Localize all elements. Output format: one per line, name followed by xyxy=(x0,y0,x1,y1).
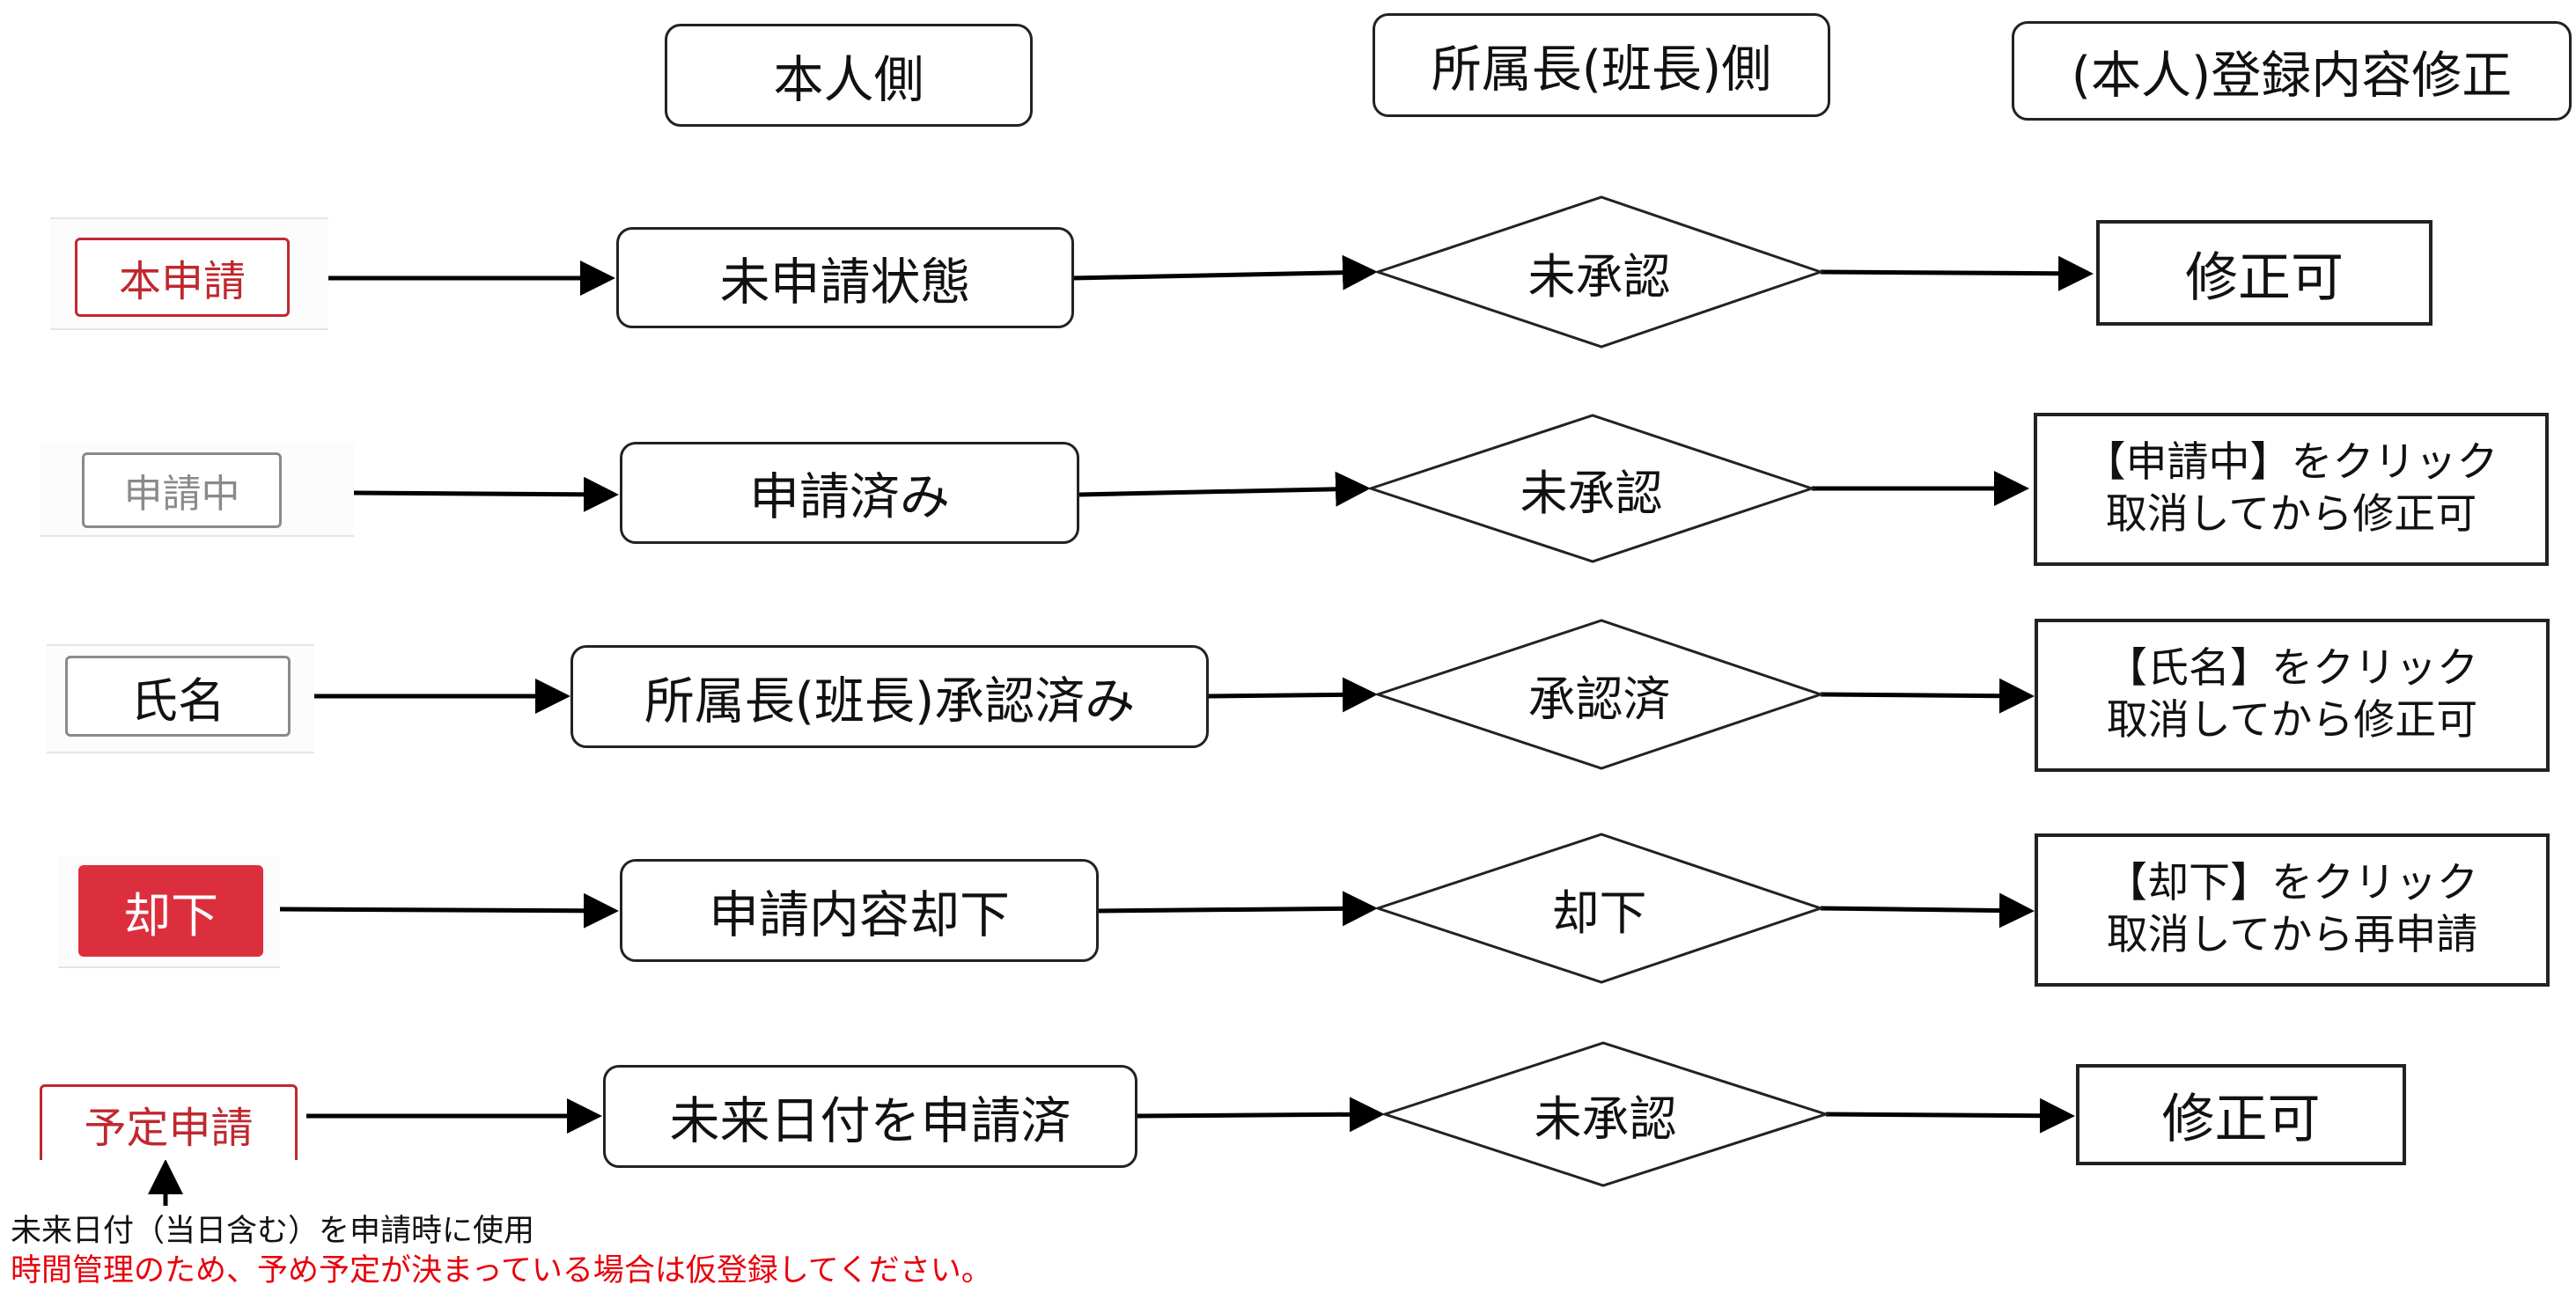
arrow-row3-b xyxy=(1208,677,1378,713)
edit-note-row3: 【氏名】をクリック 取消してから修正可 xyxy=(2035,619,2550,772)
usage-note: 未来日付（当日含む）を申請時に使用 xyxy=(11,1214,535,1249)
arrow-row1-b xyxy=(1072,254,1378,290)
supervisor-status-row4: 却下 xyxy=(1551,885,1647,941)
edit-note-row5: 修正可 xyxy=(2076,1064,2406,1165)
edit-line: 【申請中】をクリック xyxy=(2084,438,2499,488)
edit-note-row1: 修正可 xyxy=(2096,220,2432,326)
name-button[interactable]: 氏名 xyxy=(65,656,291,737)
header-self-side: 本人側 xyxy=(665,24,1033,127)
status-submitted: 申請済み xyxy=(620,442,1079,544)
arrow-row2-a xyxy=(353,476,619,512)
status-future-date: 未来日付を申請済 xyxy=(603,1065,1137,1168)
edit-line: 取消してから再申請 xyxy=(2106,911,2478,959)
edit-line: 修正可 xyxy=(2185,246,2344,309)
arrow-row4-c xyxy=(1820,892,2035,929)
edit-line: 修正可 xyxy=(2161,1089,2321,1150)
pending-button[interactable]: 申請中 xyxy=(82,452,282,528)
supervisor-status-row5: 未承認 xyxy=(1534,1090,1677,1147)
header-supervisor-side: 所属長(班長)側 xyxy=(1373,13,1830,117)
arrow-row3-c xyxy=(1820,678,2035,714)
diamond-row1 xyxy=(1373,195,1825,349)
status-approved: 所属長(班長)承認済み xyxy=(570,645,1209,748)
edit-line: 【却下】をクリック xyxy=(2106,859,2478,908)
diamond-row2 xyxy=(1366,414,1816,563)
edit-note-row2: 【申請中】をクリック 取消してから修正可 xyxy=(2034,413,2549,566)
edit-line: 取消してから修正可 xyxy=(2105,490,2477,539)
supervisor-status-row1: 未承認 xyxy=(1527,248,1671,305)
diamond-row3 xyxy=(1373,619,1825,770)
header-edit-column: (本人)登録内容修正 xyxy=(2012,21,2572,121)
warning-note: 時間管理のため、予め予定が決まっている場合は仮登録してください。 xyxy=(11,1253,992,1288)
arrow-row4-b xyxy=(1098,891,1378,927)
edit-line: 【氏名】をクリック xyxy=(2106,644,2478,694)
scheduled-submit-button[interactable]: 予定申請 xyxy=(40,1084,298,1160)
rejected-button[interactable]: 却下 xyxy=(78,865,263,957)
edit-line: 取消してから修正可 xyxy=(2106,696,2478,745)
arrow-row5-c xyxy=(1825,1097,2075,1134)
status-unsubmitted: 未申請状態 xyxy=(616,227,1074,328)
arrow-row1-c xyxy=(1820,255,2094,291)
diamond-row4 xyxy=(1373,833,1825,984)
supervisor-status-row3: 承認済 xyxy=(1527,671,1671,727)
status-rejected: 申請内容却下 xyxy=(620,859,1099,962)
supervisor-status-row2: 未承認 xyxy=(1520,465,1663,521)
edit-note-row4: 【却下】をクリック 取消してから再申請 xyxy=(2035,833,2550,987)
diamond-row5 xyxy=(1380,1041,1830,1187)
arrow-row5-b xyxy=(1137,1097,1385,1133)
arrow-row4-a xyxy=(279,892,619,929)
submit-button[interactable]: 本申請 xyxy=(75,238,290,317)
arrow-row2-b xyxy=(1078,471,1371,507)
